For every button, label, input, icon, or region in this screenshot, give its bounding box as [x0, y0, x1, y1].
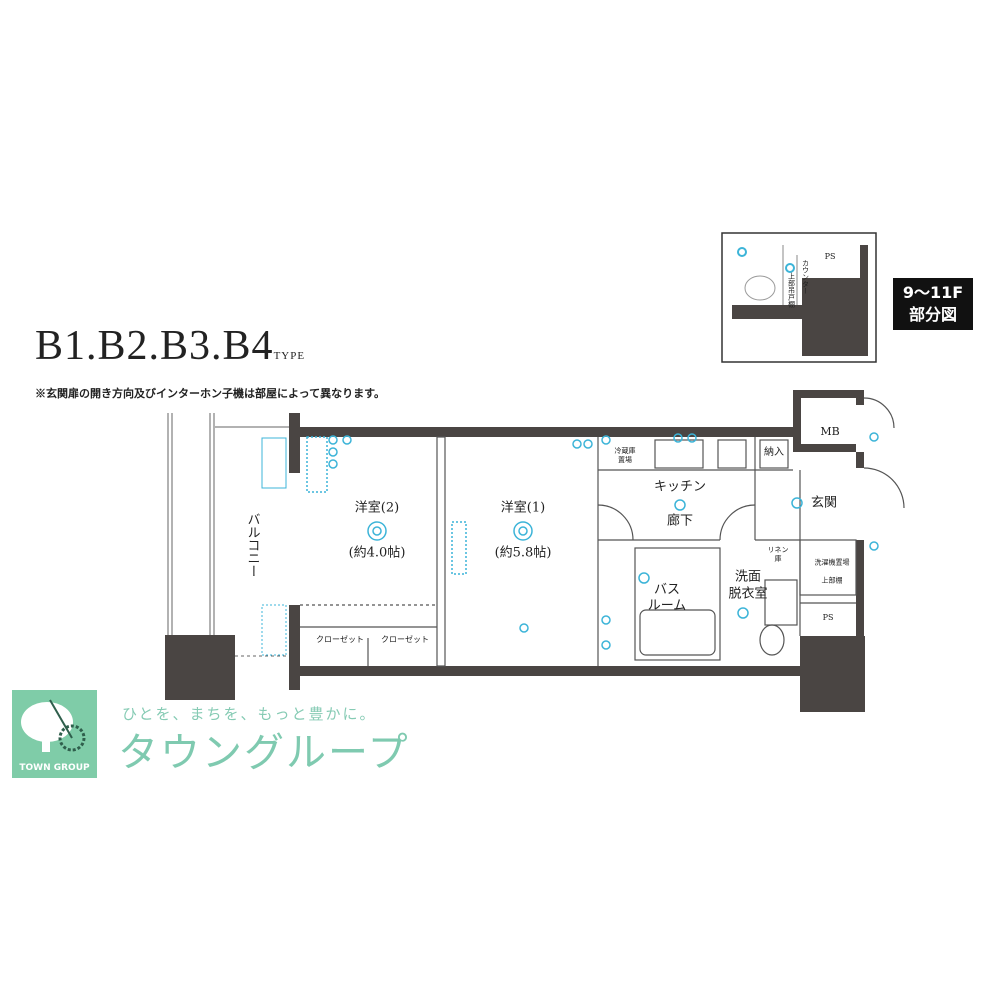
inset-counter-label: カウンター	[801, 259, 810, 295]
room-western-1-size: (約5.8帖)	[494, 545, 552, 561]
closet-2: クローゼット	[381, 635, 429, 644]
type-suffix: TYPE	[273, 350, 306, 362]
room-mb: MB	[820, 425, 840, 438]
brand-slogan: ひとを、まちを、もっと豊かに。	[122, 705, 377, 723]
partitions	[300, 397, 905, 667]
logo-text: TOWN GROUP	[19, 763, 90, 773]
washer-space: 洗濯機置場	[814, 558, 850, 567]
room-western-2: 洋室(2)	[354, 500, 400, 516]
room-washroom-line2: 脱衣室	[728, 586, 768, 602]
partial-caption: 部分図	[908, 305, 957, 324]
partial-floors: 9〜11F	[902, 283, 964, 302]
room-bath-line1: バス	[653, 582, 681, 598]
door-note: ※玄関扉の開き方向及びインターホン子機は部屋によって異なります。	[35, 387, 386, 400]
partial-view-inset	[721, 232, 877, 363]
partial-view-label: 9〜11F 部分図	[893, 278, 973, 330]
inset-ps-label: PS	[824, 252, 836, 261]
brand-name: タウングループ	[118, 730, 410, 776]
room-bath-line2: ルーム	[647, 598, 687, 614]
town-group-logo: TOWN GROUP	[12, 690, 97, 778]
closet-1: クローゼット	[316, 635, 364, 644]
room-ps: PS	[822, 613, 834, 622]
tree-gear-icon	[21, 699, 86, 752]
type-title-text: B1.B2.B3.B4	[35, 323, 274, 369]
room-entrance: 玄関	[810, 495, 838, 511]
room-western-1: 洋室(1)	[500, 500, 546, 516]
inset-cabinet-label: 上部吊戸棚	[787, 272, 796, 308]
room-hallway: 廊下	[666, 513, 694, 529]
room-storage: 納入	[764, 447, 784, 458]
room-kitchen: キッチン	[653, 479, 707, 495]
walls	[165, 390, 865, 712]
room-washroom-line1: 洗面	[734, 569, 762, 585]
room-balcony: バルコニー	[244, 512, 260, 578]
equipment-symbols	[306, 432, 879, 650]
upper-shelf: 上部棚	[821, 576, 843, 585]
type-title: B1.B2.B3.B4TYPE	[35, 322, 305, 370]
room-western-2-size: (約4.0帖)	[348, 545, 406, 561]
linen-closet: リネン庫	[767, 546, 789, 563]
fridge-space: 冷蔵庫置場	[614, 447, 636, 464]
balcony-area	[167, 413, 289, 657]
